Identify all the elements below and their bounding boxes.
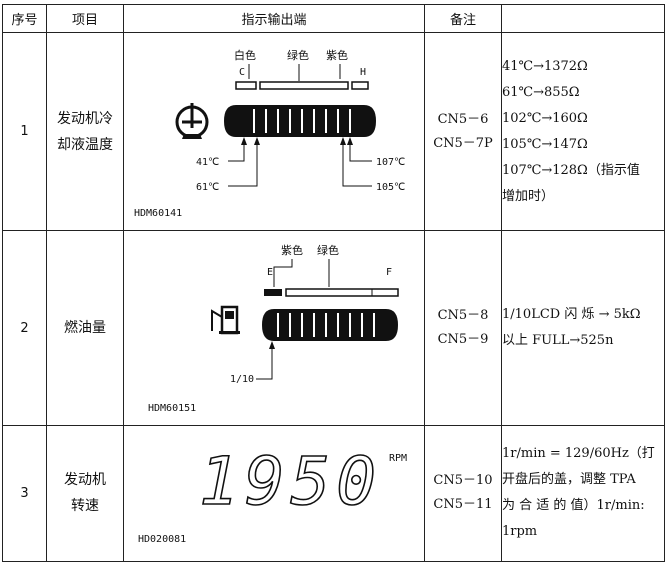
thermometer-icon <box>175 103 209 140</box>
row-item: 燃油量 <box>46 230 124 426</box>
label-h: H <box>360 67 366 78</box>
row-item: 发动机 转速 <box>46 424 124 563</box>
fuel-pump-icon <box>211 306 240 335</box>
table-row: 3 发动机 转速 1950 RPM HD020081 CN5－10 CN5－11… <box>2 424 665 563</box>
header-terminal: 指示输出端 <box>123 3 425 34</box>
header-no: 序号 <box>2 3 47 34</box>
figure-code: HDM60141 <box>134 208 182 219</box>
header-item: 项目 <box>46 3 124 34</box>
remark-line: 1rpm <box>502 524 538 540</box>
label-one-tenth: 1/10 <box>230 374 254 385</box>
remark-line: 以上 FULL→525n <box>502 333 614 349</box>
note-line: CN5－8 <box>437 308 489 324</box>
figure-code: HDM60151 <box>148 403 196 414</box>
note-line: CN5－7P <box>433 135 493 151</box>
remark-line: 增加时） <box>502 188 555 204</box>
table-row: 1 发动机冷 却液温度 白色 绿色 紫色 C H <box>2 32 665 232</box>
label-green: 绿色 <box>287 48 309 62</box>
figure-code: HD020081 <box>138 534 186 545</box>
header-row: 序号 项目 指示输出端 备注 <box>2 3 665 34</box>
note-line: CN5－6 <box>437 111 489 127</box>
rpm-display-diagram: 1950 RPM HD020081 <box>138 442 407 545</box>
label-105c: 105℃ <box>376 182 405 193</box>
rpm-unit: RPM <box>389 453 407 464</box>
item-line: 发动机冷 <box>57 110 113 127</box>
remark-line: 105℃→147Ω <box>502 136 588 152</box>
rpm-digits: 1950 <box>199 443 382 520</box>
remark-line: 102℃→160Ω <box>502 110 588 126</box>
remark-line: 41℃→1372Ω <box>502 58 588 74</box>
table-row: 2 燃油量 紫色 绿色 E F <box>2 230 665 426</box>
fuel-gauge-diagram: 紫色 绿色 E F <box>148 243 399 414</box>
label-green: 绿色 <box>317 243 339 257</box>
remark-line: 61℃→855Ω <box>502 84 580 100</box>
row-remark: 41℃→1372Ω 61℃→855Ω 102℃→160Ω 105℃→147Ω 1… <box>501 32 665 232</box>
row-number: 1 <box>2 32 47 232</box>
remark-line: 开盘后的盖，调整 TPA <box>502 472 636 488</box>
remark-line: 1/10LCD 闪 烁 → 5kΩ <box>502 307 641 323</box>
remark-line: 107℃→128Ω（指示值 <box>502 162 640 178</box>
row-note: CN5－10 CN5－11 <box>424 424 502 563</box>
note-line: CN5－10 <box>433 473 493 489</box>
rpm-display-figure: 1950 RPM HD020081 <box>123 424 425 563</box>
label-purple: 紫色 <box>326 48 348 62</box>
item-line: 却液温度 <box>57 136 113 153</box>
label-107c: 107℃ <box>376 157 405 168</box>
row-note: CN5－6 CN5－7P <box>424 32 502 232</box>
remark-line: 1r/min = 129/60Hz（打 <box>502 446 655 462</box>
header-remark <box>501 3 665 34</box>
fuel-gauge-figure: 紫色 绿色 E F <box>123 230 425 426</box>
label-41c: 41℃ <box>196 157 219 168</box>
remark-line: 为 合 适 的 值）1r/min: <box>502 498 645 514</box>
header-note: 备注 <box>424 3 502 34</box>
coolant-gauge-figure: 白色 绿色 紫色 C H <box>123 32 425 232</box>
note-line: CN5－11 <box>433 497 493 513</box>
label-e: E <box>267 267 273 278</box>
row-remark: 1r/min = 129/60Hz（打 开盘后的盖，调整 TPA 为 合 适 的… <box>501 424 665 563</box>
item-line: 转速 <box>71 498 99 515</box>
coolant-gauge-diagram: 白色 绿色 紫色 C H <box>134 48 405 219</box>
row-item: 发动机冷 却液温度 <box>46 32 124 232</box>
row-number: 2 <box>2 230 47 426</box>
row-remark: 1/10LCD 闪 烁 → 5kΩ 以上 FULL→525n <box>501 230 665 426</box>
label-purple: 紫色 <box>281 243 303 257</box>
note-line: CN5－9 <box>437 332 489 348</box>
label-f: F <box>386 267 392 278</box>
label-c: C <box>239 67 245 78</box>
spec-table: 序号 项目 指示输出端 备注 1 发动机冷 却液温度 白色 绿色 <box>2 3 665 563</box>
label-white: 白色 <box>234 48 256 62</box>
label-61c: 61℃ <box>196 182 219 193</box>
item-line: 发动机 <box>64 472 106 489</box>
row-note: CN5－8 CN5－9 <box>424 230 502 426</box>
row-number: 3 <box>2 424 47 563</box>
